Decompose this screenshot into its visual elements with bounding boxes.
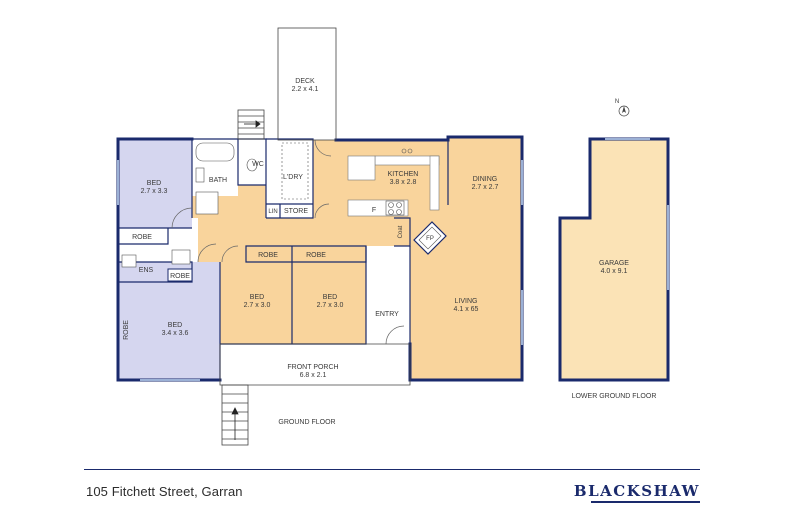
coat-label: Coat — [398, 225, 404, 238]
deck-outline — [277, 27, 337, 141]
porch-label: FRONT PORCH — [287, 364, 338, 371]
door-bed2 — [197, 243, 217, 263]
deck-label: DECK — [295, 78, 315, 85]
kitchen-label: KITCHEN — [388, 171, 419, 178]
wall-wc — [237, 139, 266, 186]
porch-outline — [219, 343, 411, 386]
bed2-label: BED — [168, 322, 182, 329]
bed2-dims: 3.4 x 3.6 — [162, 330, 189, 337]
footer-divider — [84, 469, 700, 470]
wall-ens — [117, 261, 193, 283]
kitchen-counter-left — [347, 155, 376, 181]
lower-floor-label: LOWER GROUND FLOOR — [572, 393, 657, 400]
bath-label: BATH — [209, 177, 227, 184]
ens-label: ENS — [139, 267, 154, 274]
door-kitchen — [314, 139, 332, 157]
wall-robe1 — [118, 228, 169, 245]
burner-2 — [396, 202, 402, 208]
vanity — [195, 167, 205, 183]
wall-robe-row — [245, 245, 367, 263]
front-stairs — [221, 384, 249, 446]
wall-coat — [394, 217, 411, 247]
wc-label: WC — [252, 161, 264, 168]
cooktop — [385, 200, 405, 216]
ground-floor-label: GROUND FLOOR — [278, 419, 335, 426]
kitchen-counter-top — [374, 155, 440, 166]
robe2-label: ROBE — [170, 273, 190, 280]
bed1-label: BED — [147, 180, 161, 187]
wall-garage — [558, 137, 670, 382]
sink-kitchen — [401, 148, 407, 154]
living-label: LIVING — [455, 298, 478, 305]
laundry-label: L'DRY — [283, 174, 303, 181]
fireplace-shape — [413, 221, 447, 255]
wall-top-right — [408, 135, 524, 382]
compass-label: N — [615, 99, 619, 105]
lin-label: LIN — [268, 209, 277, 215]
door-entry — [385, 325, 405, 345]
porch-dims: 6.8 x 2.1 — [300, 372, 327, 379]
compass-icon: N — [615, 99, 630, 117]
ens-shower — [171, 249, 191, 265]
fridge-label: F — [372, 207, 376, 214]
garage-dims: 4.0 x 9.1 — [601, 268, 628, 275]
bed3-label: BED — [250, 294, 264, 301]
property-address: 105 Fitchett Street, Garran — [86, 484, 243, 499]
bed1-fill — [118, 139, 192, 228]
garage-label: GARAGE — [599, 260, 629, 267]
deck-dims: 2.2 x 4.1 — [292, 86, 319, 93]
burner-4 — [396, 209, 402, 215]
robe-side-label: ROBE — [123, 320, 130, 340]
wall-lin — [266, 203, 313, 218]
deck-stairs — [237, 109, 265, 140]
kitchen-counter-right — [429, 155, 440, 211]
robe1-label: ROBE — [132, 234, 152, 241]
sink-kitchen-2 — [407, 148, 413, 154]
living-fill — [192, 137, 522, 380]
entry-label: ENTRY — [375, 311, 399, 318]
kitchen-dims: 3.8 x 2.8 — [390, 179, 417, 186]
brand-logo: BLACKSHAW — [573, 482, 700, 500]
robe4-label: ROBE — [306, 252, 326, 259]
bed4-dims: 2.7 x 3.0 — [317, 302, 344, 309]
door-laundry — [314, 203, 330, 219]
burner-1 — [388, 202, 394, 208]
fireplace-inner — [418, 226, 442, 250]
robe3-label: ROBE — [258, 252, 278, 259]
living-dims: 4.1 x 65 — [454, 306, 479, 313]
bed1-dims: 2.7 x 3.3 — [141, 188, 168, 195]
laundry-tub — [281, 142, 309, 200]
store-label: STORE — [284, 208, 308, 215]
robe2-box — [167, 268, 193, 282]
dining-dims: 2.7 x 2.7 — [472, 184, 499, 191]
door-bed3 — [221, 245, 239, 263]
fireplace-label: FP — [426, 236, 434, 242]
door-bed1 — [171, 207, 193, 229]
wall-laundry — [266, 138, 314, 219]
shower — [195, 191, 219, 215]
ens-vanity — [121, 254, 137, 268]
bed4-label: BED — [323, 294, 337, 301]
toilet-wc — [246, 158, 258, 172]
garage-fill — [560, 139, 668, 380]
brand-underline — [591, 501, 700, 503]
burner-3 — [388, 209, 394, 215]
dining-label: DINING — [473, 176, 498, 183]
bed3-dims: 2.7 x 3.0 — [244, 302, 271, 309]
bathtub — [195, 142, 235, 162]
